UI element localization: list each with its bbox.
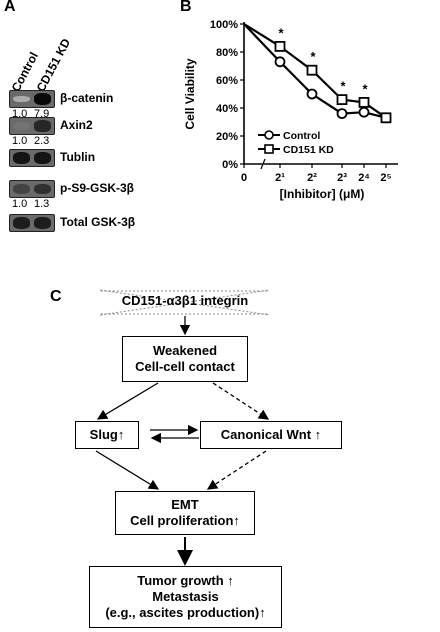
blot-band (34, 120, 51, 132)
blot-label: Total GSK-3β (60, 215, 136, 229)
legend-marker (264, 130, 274, 140)
tumor-line-3: (e.g., ascites production)↑ (105, 605, 266, 620)
blot-band (13, 217, 30, 229)
slug-box: Slug↑ (75, 421, 139, 449)
data-point (380, 112, 392, 124)
blot-band (13, 95, 30, 103)
data-point (336, 94, 348, 105)
blot-label: β-catenin (60, 91, 114, 105)
y-tick-label: 60% (216, 75, 238, 87)
x-axis-title: [Inhibitor] (μM) (280, 187, 365, 201)
blot-image (9, 214, 55, 232)
weakened-contact-box: Weakened Cell-cell contact (122, 336, 248, 382)
data-point (306, 64, 318, 76)
blot-label: p-S9-GSK-3β (60, 181, 134, 195)
legend-marker (264, 144, 274, 154)
significance-star: * (362, 81, 368, 96)
arrow-slug-to-emt (95, 450, 160, 490)
y-tick-label: 40% (216, 103, 238, 115)
x-tick-label: 2¹ (275, 172, 285, 184)
tumor-line-2: Metastasis (152, 589, 219, 604)
blot-image (9, 117, 55, 135)
x-tick-label: 2² (307, 172, 317, 184)
quantification-value: 1.0 (12, 135, 28, 147)
canonical-wnt-label: Canonical Wnt ↑ (220, 427, 322, 442)
integrin-label: CD151-α3β1 integrin (121, 293, 249, 308)
y-axis-title: Cell Viability (183, 58, 197, 129)
blot-image (9, 180, 55, 198)
emt-box: EMT Cell proliferation↑ (115, 491, 255, 535)
x-tick-label: 0 (241, 172, 247, 184)
arrow-wnt-to-emt (206, 450, 267, 490)
axis-break-mark (260, 158, 266, 170)
blot-label: Axin2 (60, 118, 93, 132)
arrow-weakened-to-wnt (212, 382, 270, 420)
data-point (274, 41, 286, 52)
data-point (358, 97, 370, 108)
emt-line-1: EMT (171, 497, 199, 512)
significance-star: * (278, 25, 284, 40)
x-tick-label: 2³ (337, 172, 347, 184)
blot-band (34, 217, 51, 229)
y-tick-label: 80% (216, 47, 238, 59)
cross-out-line-2 (99, 289, 271, 316)
chart-axes: 0% 20% 40% 60% 80% 100% 0 2¹ 2² 2³ 2⁴ 2⁵ Cell Viabil… (183, 19, 398, 201)
legend-label: CD151 KD (283, 144, 334, 156)
blot-band (34, 183, 51, 195)
blot-band (13, 121, 30, 131)
blot-label: Tublin (60, 150, 96, 164)
data-point (336, 108, 348, 119)
quantification-value: 1.0 (12, 198, 28, 210)
quantification-value: 2.3 (34, 135, 50, 147)
y-tick-label: 20% (216, 131, 238, 143)
blot-image (9, 90, 55, 108)
weakened-line-2: Cell-cell contact (135, 359, 235, 374)
quantification-value: 1.3 (34, 198, 50, 210)
y-tick-label: 0% (222, 159, 238, 171)
blot-image (9, 149, 55, 167)
panel-c-letter: C (50, 288, 62, 305)
y-tick-label: 100% (210, 19, 238, 31)
blot-band (34, 152, 51, 164)
tumor-growth-box: Tumor growth ↑ Metastasis (e.g., ascites… (89, 566, 282, 628)
panel-b-letter: B (180, 0, 192, 15)
x-tick-label: 2⁴ (358, 172, 370, 184)
x-tick-label: 2⁵ (380, 172, 391, 184)
significance-star: * (340, 79, 346, 94)
blot-band (13, 183, 30, 195)
significance-star: * (310, 49, 316, 64)
data-point (274, 56, 286, 68)
blot-band (34, 93, 51, 105)
weakened-line-1: Weakened (152, 343, 218, 358)
blot-band (13, 152, 30, 164)
cell-viability-chart: 0% 20% 40% 60% 80% 100% 0 2¹ 2² 2³ 2⁴ 2⁵ Cell Viabil… (183, 19, 398, 201)
slug-label: Slug↑ (89, 427, 125, 442)
tumor-line-1: Tumor growth ↑ (137, 573, 234, 588)
data-point (306, 88, 318, 100)
canonical-wnt-box: Canonical Wnt ↑ (200, 421, 342, 449)
arrow-weakened-to-slug (96, 382, 159, 420)
legend-label: Control (283, 130, 320, 142)
emt-line-2: Cell proliferation↑ (130, 513, 240, 528)
chart-series: * * * * (243, 23, 392, 124)
panel-a-letter: A (4, 0, 16, 15)
